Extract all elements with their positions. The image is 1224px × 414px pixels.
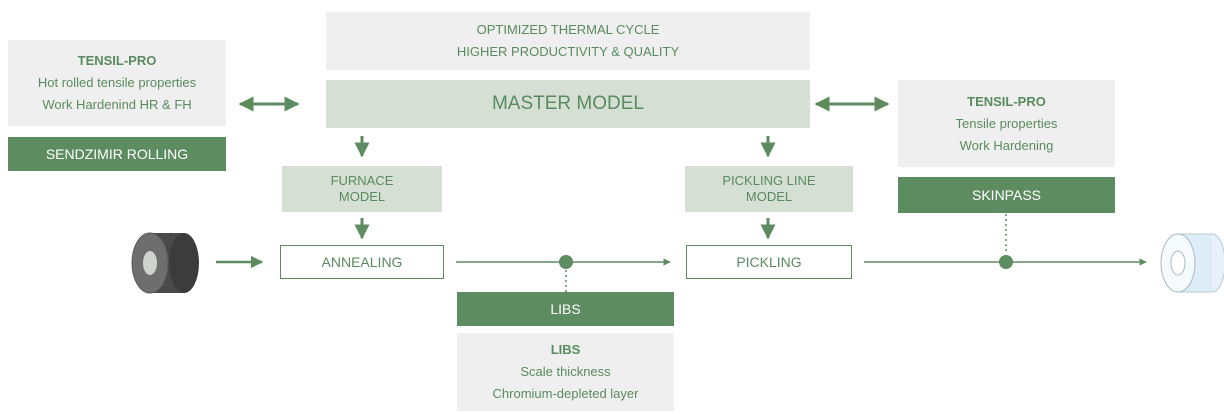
tensil-pro-left-line-2: Work Hardenind HR & FH — [42, 97, 192, 112]
pickling-line-model-box: PICKLING LINE MODEL — [685, 166, 853, 212]
furnace-model-line-1: FURNACE — [330, 173, 394, 188]
dark-coil-icon — [131, 232, 199, 294]
pickling-label: PICKLING — [736, 254, 802, 270]
tensil-pro-left-title: TENSIL-PRO — [77, 53, 157, 68]
libs-bar: LIBS — [457, 292, 674, 326]
pickling-model-line-2: MODEL — [745, 189, 793, 204]
libs-info-line-2: Chromium-depleted layer — [492, 386, 639, 401]
tensil-pro-right-line-2: Work Hardening — [959, 137, 1054, 153]
pickling-model-line-1: PICKLING LINE — [722, 173, 816, 188]
light-coil-icon — [1160, 233, 1224, 293]
libs-info-line-1: Scale thickness — [520, 364, 611, 379]
furnace-model-box: FURNACE MODEL — [282, 166, 442, 212]
sendzimir-rolling-box: SENDZIMIR ROLLING — [8, 137, 226, 171]
optimized-thermal-cycle-header: OPTIMIZED THERMAL CYCLE HIGHER PRODUCTIV… — [326, 12, 810, 70]
header-line-1: OPTIMIZED THERMAL CYCLE — [476, 22, 660, 37]
tensil-pro-right-title: TENSIL-PRO — [967, 93, 1046, 109]
header-line-2: HIGHER PRODUCTIVITY & QUALITY — [456, 44, 680, 59]
pickling-box: PICKLING — [686, 245, 852, 279]
annealing-box: ANNEALING — [280, 245, 444, 279]
tensil-pro-right-line-1: Tensile properties — [955, 115, 1058, 131]
libs-bar-label: LIBS — [550, 301, 581, 317]
annealing-label: ANNEALING — [321, 254, 403, 270]
skinpass-measure-point — [999, 255, 1013, 269]
skinpass-label: SKINPASS — [972, 187, 1041, 203]
libs-measure-point — [559, 255, 573, 269]
libs-info-panel: LIBS Scale thickness Chromium-depleted l… — [457, 333, 674, 411]
master-model-label: MASTER MODEL — [491, 93, 645, 114]
furnace-model-line-2: MODEL — [338, 189, 386, 204]
tensil-pro-left-line-1: Hot rolled tensile properties — [37, 75, 197, 90]
skinpass-box: SKINPASS — [898, 177, 1115, 213]
libs-info-title: LIBS — [550, 342, 581, 357]
tensil-pro-right-panel: TENSIL-PRO Tensile properties Work Harde… — [898, 80, 1115, 167]
master-model-box: MASTER MODEL — [326, 80, 810, 128]
sendzimir-rolling-label: SENDZIMIR ROLLING — [45, 146, 189, 162]
tensil-pro-left-panel: TENSIL-PRO Hot rolled tensile properties… — [8, 40, 226, 126]
